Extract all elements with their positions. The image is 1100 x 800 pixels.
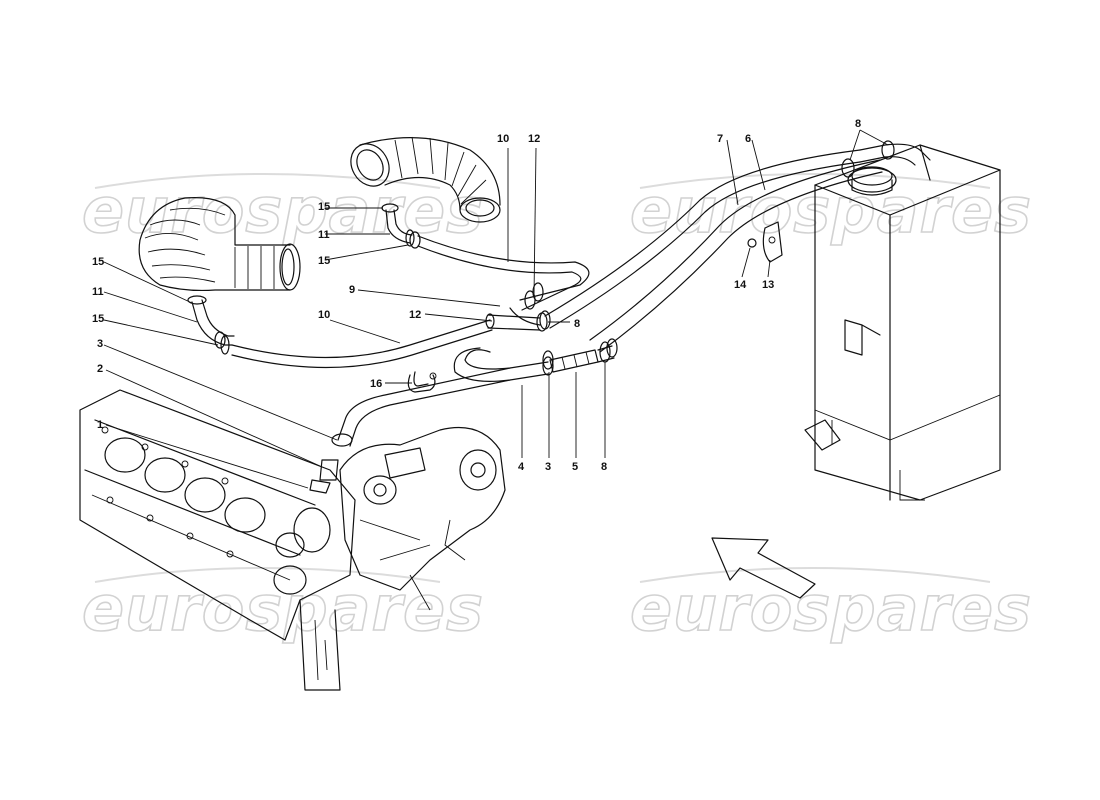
callout-6: 6 [745, 133, 751, 145]
callout-2: 2 [97, 363, 103, 375]
leader-lines [103, 129, 889, 489]
callout-3-left: 3 [97, 338, 103, 350]
cylinder-bores [104, 437, 331, 595]
callout-15-right-lower: 15 [318, 255, 330, 267]
pump-housing [339, 426, 506, 611]
callout-10-upper: 10 [497, 133, 509, 145]
callout-1: 1 [97, 419, 103, 431]
callout-11-left: 11 [92, 286, 104, 298]
callout-16: 16 [370, 378, 382, 390]
callout-11-right: 11 [318, 229, 330, 241]
air-intake-duct-left [138, 197, 301, 292]
callout-8-middle: 8 [574, 318, 580, 330]
watermark-bottom-right: eurospares [630, 572, 1032, 645]
callout-labels: 1 2 3 15 11 15 15 11 15 9 10 12 16 10 12… [92, 118, 861, 473]
watermarks: eurospares eurospares eurospares eurospa… [81, 173, 1032, 646]
breather-hoses [187, 203, 590, 369]
hoses-to-tank [544, 140, 931, 353]
callout-12-upper: 12 [528, 133, 540, 145]
callout-5: 5 [572, 461, 578, 473]
callout-8-bottom: 8 [601, 461, 607, 473]
hose-clamps [220, 229, 554, 370]
direction-arrow [711, 537, 816, 599]
air-intake-duct-right [350, 136, 501, 223]
watermark-bottom-left: eurospares [82, 572, 484, 645]
callout-3-bottom: 3 [545, 461, 551, 473]
tank [747, 144, 1001, 501]
callout-14: 14 [734, 279, 747, 291]
callout-15-left-lower: 15 [92, 313, 104, 325]
hose-4 [309, 338, 618, 494]
watermark-top-right: eurospares [630, 174, 1032, 247]
callout-9: 9 [349, 284, 355, 296]
callout-10-lower: 10 [318, 309, 330, 321]
callout-15-right-upper: 15 [318, 201, 330, 213]
callout-15-left-upper: 15 [92, 256, 104, 268]
watermark-top-left: eurospares [82, 174, 484, 247]
callout-8-top: 8 [855, 118, 861, 130]
callout-7: 7 [717, 133, 723, 145]
callout-4: 4 [518, 461, 525, 473]
callout-13: 13 [762, 279, 774, 291]
callout-12-lower: 12 [409, 309, 421, 321]
engine-block [79, 389, 356, 691]
